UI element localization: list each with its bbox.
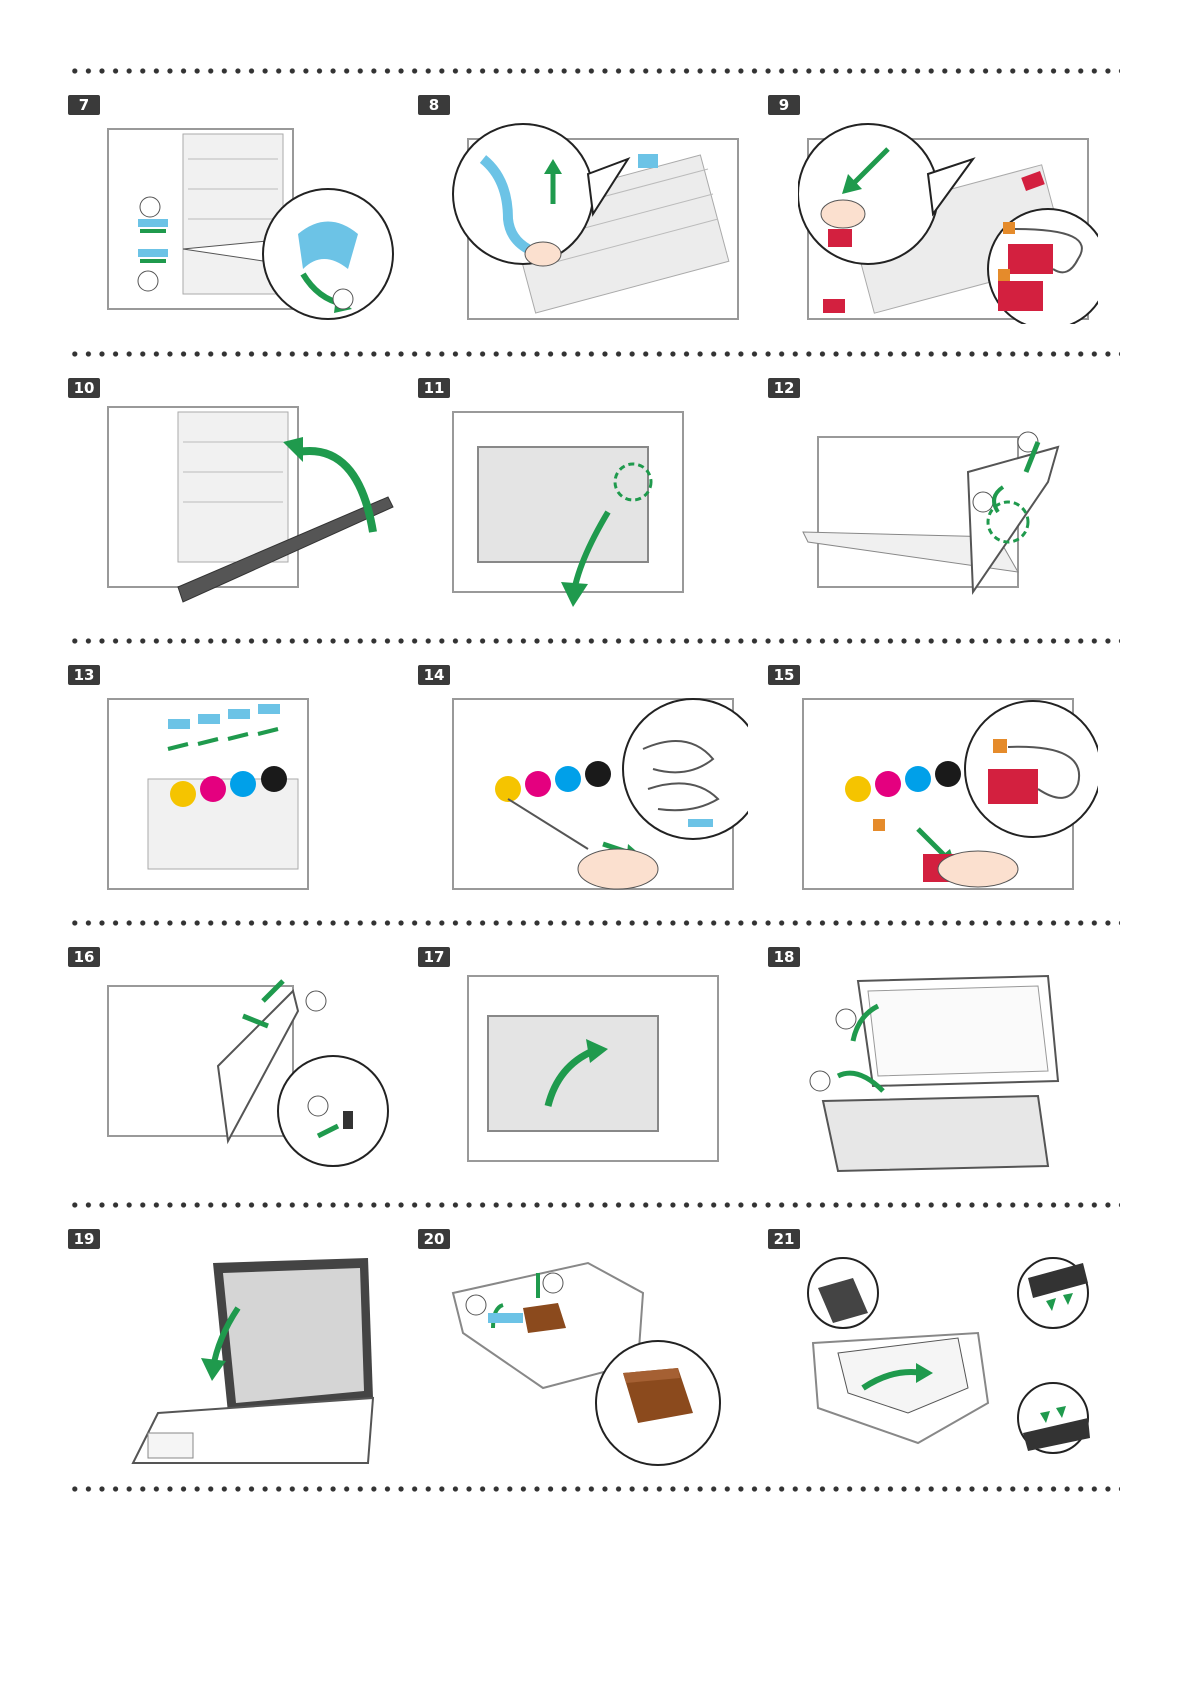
close-front-cover-icon — [448, 971, 748, 1176]
load-paper-guides-icon — [798, 1253, 1098, 1468]
step-number: 13 — [68, 665, 100, 685]
step-number: 7 — [68, 95, 100, 115]
step-21: 21 — [768, 1229, 1098, 1459]
open-front-cover-icon — [448, 402, 748, 607]
toner-tapes-icon — [98, 689, 398, 894]
tape-pull-zoom-icon — [448, 119, 748, 324]
step-number: 10 — [68, 378, 100, 398]
step-14: 14 — [418, 665, 748, 895]
step-9: 9 — [768, 95, 1098, 325]
step-number: 9 — [768, 95, 800, 115]
step-18: 18 — [768, 947, 1098, 1177]
row-divider — [68, 1486, 1120, 1492]
step-17: 17 — [418, 947, 748, 1177]
step-15: 15 — [768, 665, 1098, 895]
row-divider — [68, 68, 1120, 74]
step-10: 10 — [68, 378, 398, 608]
step-8: 8 — [418, 95, 748, 325]
close-cover-arrow-icon — [98, 402, 398, 607]
step-number: 16 — [68, 947, 100, 967]
step-number: 15 — [768, 665, 800, 685]
step-number: 11 — [418, 378, 450, 398]
row-divider — [68, 1202, 1120, 1208]
pull-tapes-zoom-icon — [448, 689, 748, 894]
step-16: 16 — [68, 947, 398, 1177]
open-side-cover-icon — [798, 402, 1098, 607]
step-number: 14 — [418, 665, 450, 685]
row-divider — [68, 351, 1120, 357]
pin-removal-tag-icon — [798, 119, 1098, 324]
step-19: 19 — [68, 1229, 398, 1459]
step-number: 18 — [768, 947, 800, 967]
lift-scanner-remove-sheet-icon — [798, 971, 1098, 1176]
remove-tray-spacer-icon — [448, 1253, 748, 1468]
step-number: 20 — [418, 1229, 450, 1249]
tape-removal-with-zoom-icon — [98, 119, 398, 324]
step-11: 11 — [418, 378, 748, 608]
row-divider — [68, 638, 1120, 644]
remove-pins-tag-icon — [798, 689, 1098, 894]
step-number: 19 — [68, 1229, 100, 1249]
step-7: 7 — [68, 95, 398, 325]
step-number: 8 — [418, 95, 450, 115]
step-12: 12 — [768, 378, 1098, 608]
step-number: 12 — [768, 378, 800, 398]
step-number: 17 — [418, 947, 450, 967]
row-divider — [68, 920, 1120, 926]
step-20: 20 — [418, 1229, 748, 1459]
close-side-cover-zoom-icon — [98, 971, 398, 1176]
step-13: 13 — [68, 665, 398, 895]
step-number: 21 — [768, 1229, 800, 1249]
close-platen-cover-icon — [98, 1253, 398, 1468]
